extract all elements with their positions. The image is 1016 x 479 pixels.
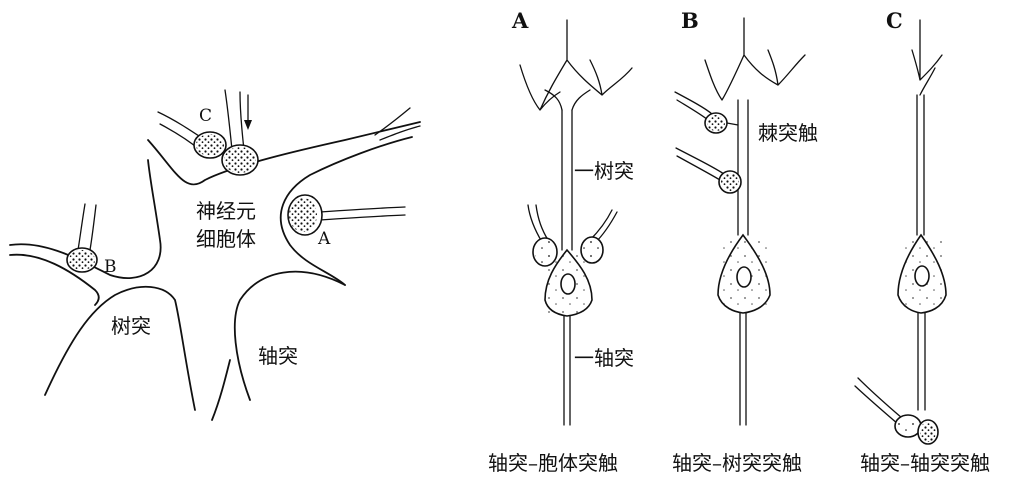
soma-edge-bottom bbox=[45, 287, 195, 410]
panel-a-shaft bbox=[562, 110, 572, 250]
panel-c-bouton-right-vesicles bbox=[920, 422, 936, 442]
dendrite-label: 树突 bbox=[111, 314, 151, 338]
panel-c-dendrite-tree bbox=[912, 20, 942, 95]
panel-b-lower-vesicles bbox=[721, 173, 739, 191]
axon-label: 轴突 bbox=[258, 344, 298, 368]
terminal-a-stalk bbox=[320, 207, 405, 220]
label-a: A bbox=[317, 229, 331, 249]
terminal-c-right-stalk bbox=[225, 90, 244, 150]
panel-a-left-axon bbox=[528, 205, 548, 242]
panel-b-upper-vesicles bbox=[707, 115, 725, 131]
panel-a-label-dendrite: 一树突 bbox=[574, 159, 634, 183]
panel-a-axon bbox=[564, 316, 570, 425]
arrow-head bbox=[244, 120, 252, 130]
terminal-c-left-vesicles bbox=[196, 134, 224, 156]
panel-b-axon bbox=[740, 313, 746, 425]
terminal-b-stalk bbox=[78, 204, 96, 250]
panel-b-dendrite-tree bbox=[705, 18, 805, 100]
panel-a-letter: A bbox=[511, 8, 529, 33]
label-b: B bbox=[104, 257, 117, 277]
panel-a-right-bouton-vesicles bbox=[583, 239, 601, 261]
panel-c-bouton-left-texture bbox=[897, 417, 919, 435]
panel-c-letter: C bbox=[886, 8, 903, 33]
panel-b-caption: 轴突–树突突触 bbox=[672, 451, 802, 475]
panel-b-nucleus bbox=[737, 267, 751, 287]
left-neuron-diagram: C A B 神经元 细胞体 树突 轴突 bbox=[10, 90, 420, 420]
panel-b: B 棘突触 轴突–树突突触 bbox=[672, 8, 818, 475]
panel-b-upper-axon bbox=[675, 92, 712, 120]
terminal-b-vesicles bbox=[69, 250, 95, 270]
panel-a-dendrite-upper bbox=[545, 90, 590, 110]
panel-b-lower-axon bbox=[676, 148, 724, 180]
panel-c-shaft bbox=[917, 95, 924, 235]
panel-a-caption: 轴突–胞体突触 bbox=[488, 451, 618, 475]
panel-a: A 一树突 一轴突 轴突–胞体突触 bbox=[488, 8, 634, 475]
panel-c: C 轴突–轴突突触 bbox=[855, 8, 990, 475]
terminal-c-right-vesicles bbox=[224, 147, 256, 173]
panel-c-caption: 轴突–轴突突触 bbox=[860, 451, 990, 475]
panel-b-upper-spine bbox=[727, 123, 738, 125]
panel-c-axon bbox=[918, 313, 925, 410]
panel-a-nucleus bbox=[561, 274, 575, 294]
panel-b-label-spine: 棘突触 bbox=[758, 121, 818, 145]
terminal-a-vesicles bbox=[289, 198, 317, 232]
axon-edge bbox=[212, 360, 230, 420]
label-c: C bbox=[199, 106, 212, 126]
panel-b-letter: B bbox=[681, 8, 699, 33]
panel-c-nucleus bbox=[915, 266, 929, 286]
panel-a-label-axon: 一轴突 bbox=[574, 346, 634, 370]
panel-b-shaft bbox=[738, 100, 748, 235]
soma-label-line2: 细胞体 bbox=[196, 227, 256, 251]
soma-label-line1: 神经元 bbox=[196, 199, 256, 223]
soma-edge-lower-right bbox=[235, 272, 345, 400]
panel-a-dendrite-tree bbox=[520, 20, 632, 110]
panel-c-contact-axon bbox=[855, 378, 902, 424]
panel-a-left-bouton-vesicles bbox=[535, 240, 555, 264]
